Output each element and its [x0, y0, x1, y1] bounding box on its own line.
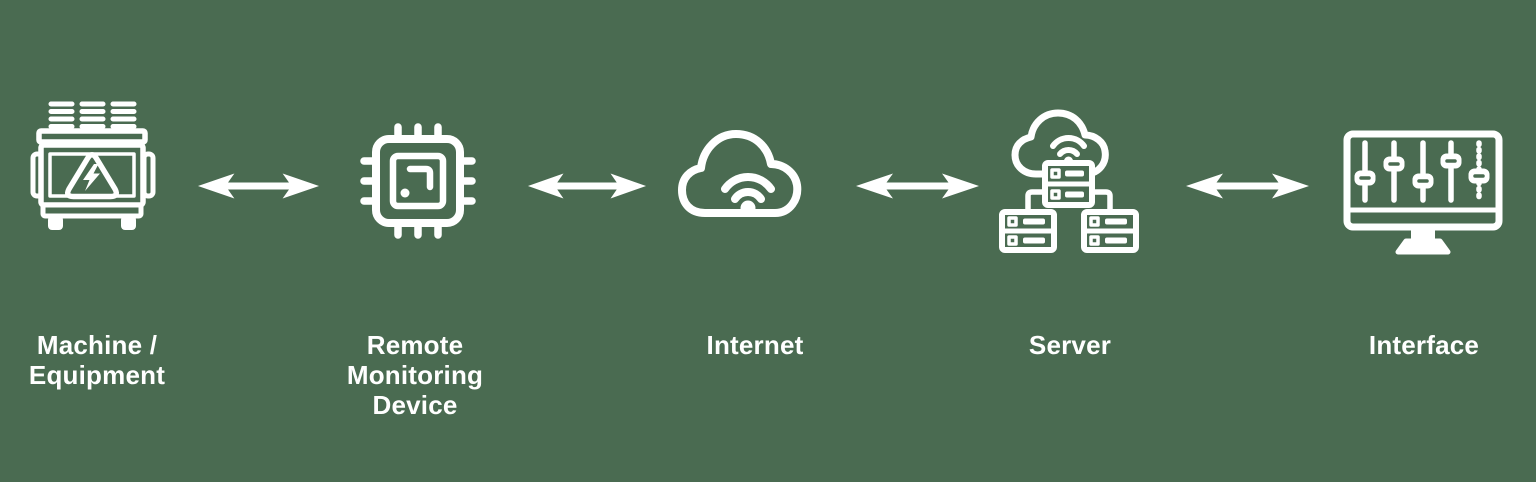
- bidirectional-arrow: [197, 173, 320, 199]
- generator-icon: [30, 101, 156, 230]
- label-line: Device: [372, 390, 458, 420]
- interface-label: Interface: [1304, 330, 1536, 360]
- label-line: Remote: [366, 330, 464, 360]
- label-line: Interface: [1368, 330, 1480, 360]
- bidirectional-arrow: [856, 173, 979, 199]
- bidirectional-arrow: [527, 173, 647, 199]
- monitor-sliders-icon: [1343, 130, 1503, 255]
- bidirectional-arrow: [1186, 173, 1309, 199]
- remote-monitoring-device-label: Remote Monitoring Device: [295, 330, 535, 420]
- label-line: Internet: [706, 330, 804, 360]
- internet-label: Internet: [635, 330, 875, 360]
- machine-equipment-label: Machine / Equipment: [0, 330, 217, 390]
- server-network-icon: [999, 109, 1139, 253]
- label-line: Machine /: [36, 330, 158, 360]
- cloud-wifi-icon: [678, 130, 802, 217]
- label-line: Equipment: [28, 360, 166, 390]
- chip-icon: [360, 123, 476, 239]
- label-line: Server: [1028, 330, 1112, 360]
- server-label: Server: [950, 330, 1190, 360]
- label-line: Monitoring: [346, 360, 484, 390]
